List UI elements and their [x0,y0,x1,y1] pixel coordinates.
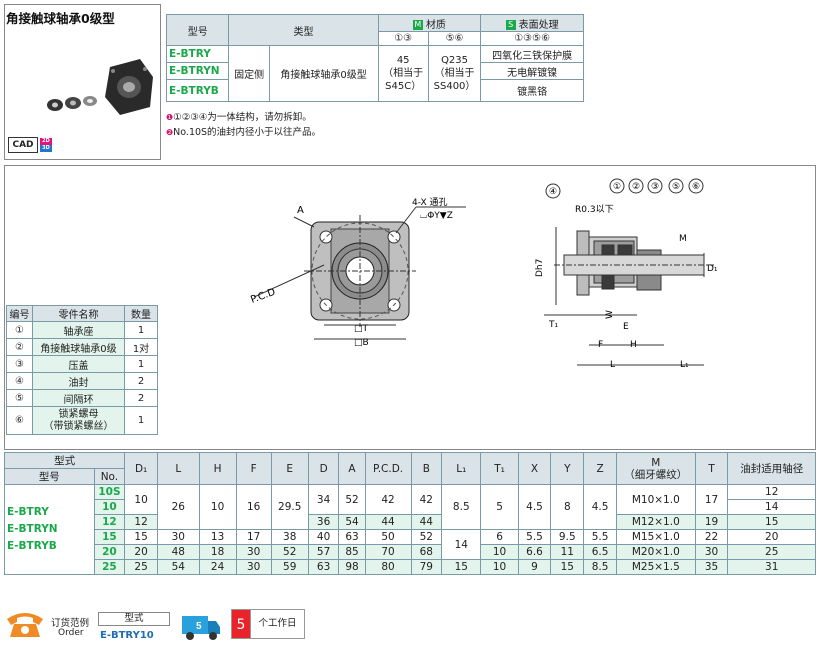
label-d1: D₁ [707,264,718,274]
label-dh7: Dh7 [535,259,545,277]
label-t: □T [354,324,369,334]
part-col-qty: 数量 [124,305,158,322]
col-model: 型号 [165,14,230,46]
truck-icon: 5 [182,616,220,640]
model-1: E-BTRY [165,45,230,63]
cad-2d-badge[interactable]: 2D [40,138,52,145]
spec-col-model: 型号 [4,468,95,485]
phone-icon [7,613,43,637]
callout-5: ⑤ [672,182,680,192]
label-l1: L₁ [680,360,689,370]
surface-3: 镀黑铬 [480,79,584,102]
label-t1: T₁ [548,320,558,330]
surface-2: 无电解镀镍 [480,62,584,80]
label-holes: 4-X 通孔 [412,197,448,208]
truck-days: 5 [196,621,202,632]
callout-1: ① [613,182,621,192]
mat-b-sub: ⑤⑥ [427,31,482,46]
col-type: 类型 [228,14,379,46]
surface-sub: ①③⑤⑥ [480,31,584,46]
label-r: R0.3以下 [575,205,614,215]
order-code: E-BTRY10 [100,630,154,641]
spec-col-type: 型式 [3,452,126,469]
spec-col-no: No. [93,468,126,485]
label-h: H [630,340,637,350]
delivery-days: 5 [231,609,251,639]
label-a: A [297,205,304,216]
technical-drawing [4,165,816,450]
type-b: 角接触球轴承0级型 [268,45,379,102]
label-pcd: P.C.D [249,287,277,306]
spec-table: 型式 D₁ L H F E D A P.C.D. B L₁ T₁ X Y Z M… [3,452,816,575]
order-type-box: 型式 [98,612,170,626]
label-b: □B [354,338,369,348]
product-image [47,59,153,115]
surface-tag: S [505,19,516,30]
model-2: E-BTRYN [165,62,230,80]
mat-a-sub: ①③ [377,31,429,46]
cad-3d-badge[interactable]: 3D [40,145,52,152]
spec-row: 20 20 48 18 30 52 57 85 70 68 10 6.6 11 … [5,544,816,560]
order-label-en: Order [58,628,84,638]
callout-3: ③ [651,182,659,192]
part-col-no: 编号 [6,305,33,322]
note-1: ❶①②③④为一体结构，请勿拆卸。 [166,112,312,123]
side-view [544,227,714,366]
spec-row: 12 12 36 54 44 44 M12×1.0 19 15 [5,514,816,530]
label-l: L [610,360,615,370]
notes: ❶①②③④为一体结构，请勿拆卸。 ❷No.10S的油封内径小于以往产品。 [166,110,321,140]
label-counterbore: ⌴ΦY▼Z [420,211,453,221]
spec-row: 25 25 54 24 30 59 63 98 80 79 15 10 9 15… [5,559,816,575]
cad-badge[interactable]: CAD 2D 3D [8,137,52,153]
type-a: 固定侧 [228,45,270,102]
label-e: E [623,322,629,332]
label-w: W [605,310,615,319]
material-tag: M [412,19,423,30]
callout-circles [545,178,704,199]
front-view [253,206,466,340]
note-2: ❷No.10S的油封内径小于以往产品。 [166,127,322,138]
label-f: F [598,340,603,350]
part-col-name: 零件名称 [32,305,125,322]
surface-1: 四氧化三铁保护膜 [480,45,584,63]
order-label-cn: 订货范例 [51,618,90,629]
callout-6: ⑥ [692,182,700,192]
product-title: 角接触球轴承0级型 [6,11,115,26]
callout-4: ④ [549,187,557,197]
drawing-svg: A P.C.D 4-X 通孔 ⌴ΦY▼Z □T □B ④ ① ② ③ ⑤ ⑥ R… [249,178,718,370]
product-panel [4,4,161,160]
callout-2: ② [632,182,640,192]
cad-label: CAD [12,140,34,150]
delivery-days-label: 个工作日 [251,609,305,639]
spec-row: 15 15 30 13 17 38 40 63 50 52 14 6 5.5 9… [5,529,816,560]
model-3: E-BTRYB [165,79,230,102]
label-m: M [679,234,687,244]
